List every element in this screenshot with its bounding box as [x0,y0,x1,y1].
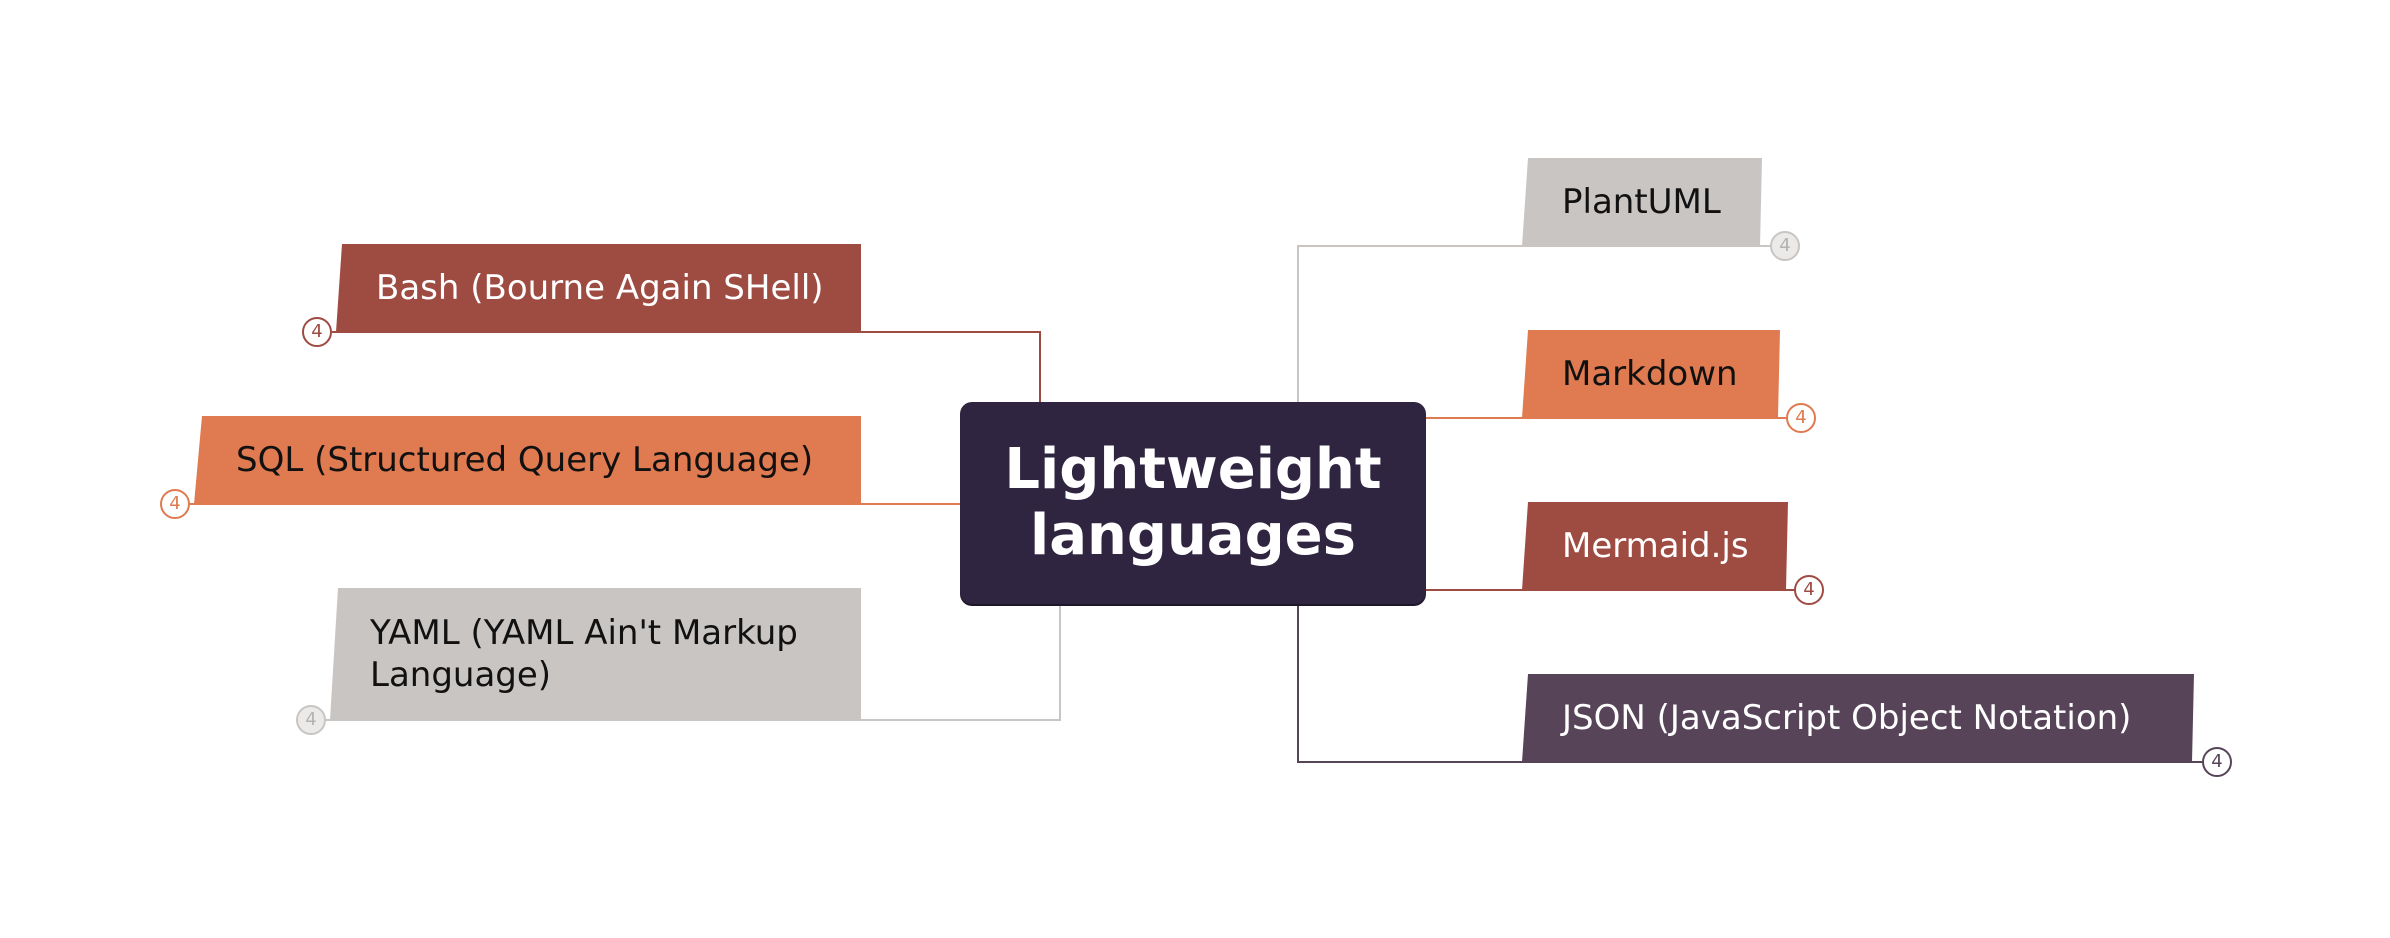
topic-yaml[interactable]: YAML (YAML Ain't Markup Language) [330,588,861,720]
collapse-count-badge-yaml[interactable]: 4 [296,705,326,735]
topic-mermaid[interactable]: Mermaid.js [1522,502,1788,590]
connector-plantuml [1297,245,1772,402]
topic-markdown-label: Markdown [1562,354,1738,394]
topic-mermaid-label: Mermaid.js [1562,526,1749,566]
topic-mermaid-shape [1522,502,1788,590]
collapse-count-badge-mermaid[interactable]: 4 [1794,575,1824,605]
topic-markdown[interactable]: Markdown [1522,330,1780,418]
connector-yaml [326,604,1061,721]
topic-sql-label: SQL (Structured Query Language) [236,440,814,480]
topic-plantuml-label: PlantUML [1562,182,1721,222]
topic-sql[interactable]: SQL (Structured Query Language) [194,416,861,504]
topic-yaml-label: YAML (YAML Ain't Markup Language) [370,613,798,695]
collapse-count-badge-json[interactable]: 4 [2202,747,2232,777]
topic-plantuml-shape [1522,158,1762,246]
topic-bash-shape [336,244,861,332]
central-topic[interactable]: Lightweight languages [960,402,1426,604]
topic-markdown-shape [1522,330,1780,418]
topic-json-shape [1522,674,2194,762]
topic-bash-label: Bash (Bourne Again SHell) [376,268,824,308]
connector-bash [332,331,1041,402]
central-topic-label: Lightweight languages [1004,437,1382,568]
topic-bash[interactable]: Bash (Bourne Again SHell) [336,244,861,332]
connector-json [1297,604,2206,763]
topic-sql-shape [194,416,861,504]
collapse-count-badge-markdown[interactable]: 4 [1786,403,1816,433]
topic-json-label: JSON (JavaScript Object Notation) [1562,698,2132,738]
collapse-count-badge-bash[interactable]: 4 [302,317,332,347]
topic-yaml-shape [330,588,861,720]
topic-json[interactable]: JSON (JavaScript Object Notation) [1522,674,2194,762]
topic-plantuml[interactable]: PlantUML [1522,158,1762,246]
collapse-count-badge-sql[interactable]: 4 [160,489,190,519]
collapse-count-badge-plantuml[interactable]: 4 [1770,231,1800,261]
